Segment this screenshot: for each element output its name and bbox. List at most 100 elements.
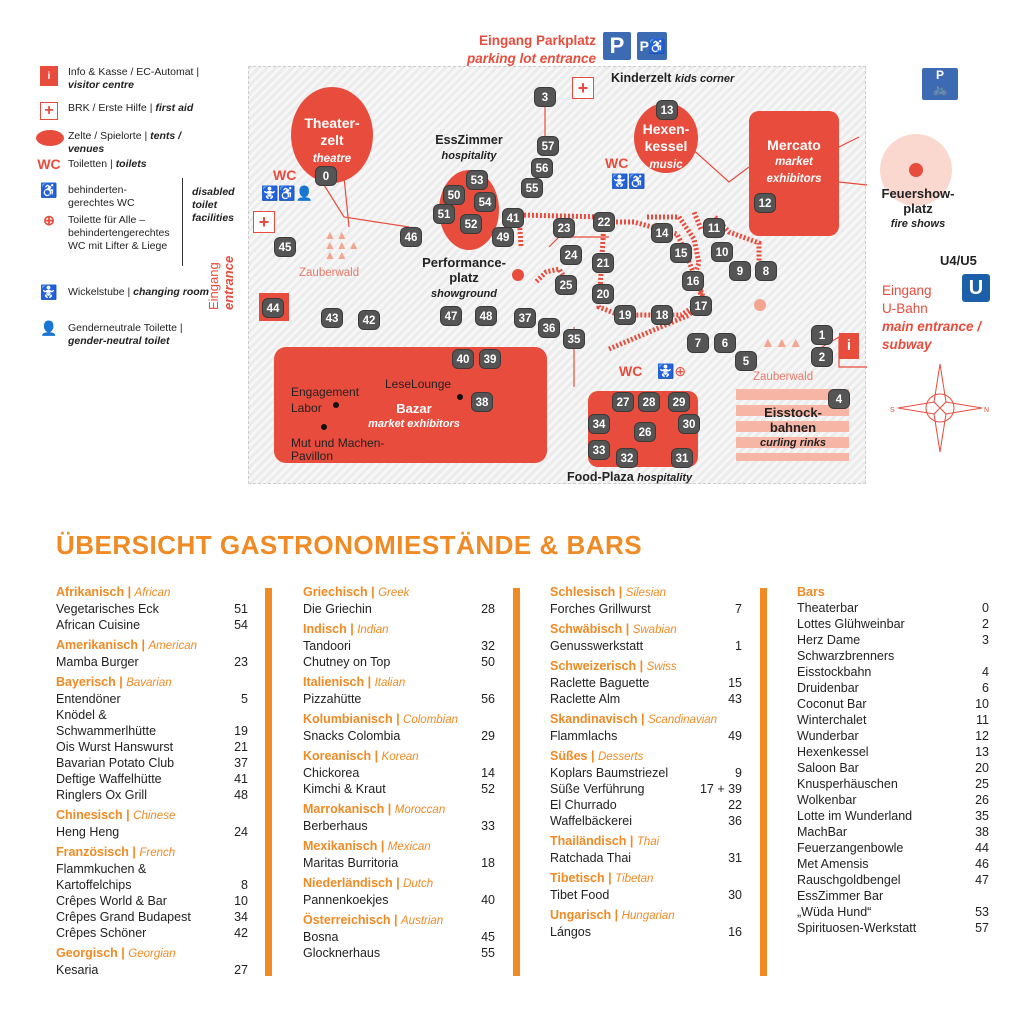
stand-marker-2[interactable]: 2 [811,347,833,367]
stand-name: Glocknerhaus [303,946,381,960]
first-aid-point[interactable]: + [253,211,275,233]
stand-marker-35[interactable]: 35 [563,329,585,349]
stand-marker-23[interactable]: 23 [553,218,575,238]
stand-marker-46[interactable]: 46 [400,227,422,247]
stand-marker-54[interactable]: 54 [474,192,496,212]
info-point[interactable]: i [839,333,859,359]
stand-marker-26[interactable]: 26 [634,422,656,442]
stand-marker-48[interactable]: 48 [475,306,497,326]
stand-marker-7[interactable]: 7 [687,333,709,353]
kinderzelt-name-en: kids corner [674,73,735,85]
toilet-for-all-icon: ⊕ [43,212,55,228]
stand-marker-22[interactable]: 22 [593,212,615,232]
wc-food-plaza: WC [619,363,643,379]
stand-marker-42[interactable]: 42 [358,310,380,330]
column-divider [760,588,767,976]
stand-marker-13[interactable]: 13 [656,100,678,120]
stand-marker-1[interactable]: 1 [811,325,833,345]
stand-marker-52[interactable]: 52 [460,214,482,234]
stand-marker-34[interactable]: 34 [588,414,610,434]
location-dot [457,394,463,400]
stand-marker-12[interactable]: 12 [754,193,776,213]
stand-marker-30[interactable]: 30 [678,414,700,434]
stand-marker-15[interactable]: 15 [670,243,692,263]
stand-marker-43[interactable]: 43 [321,308,343,328]
stand-number: 5 [241,692,248,706]
first-aid-point[interactable]: + [572,77,594,99]
wc-hexenkessel: WC [605,155,629,171]
entrance-left-label: Eingang entrance [206,240,236,310]
stand-name: Kesaria [56,963,99,977]
stand-marker-37[interactable]: 37 [514,308,536,328]
cuisine-heading: Thailändisch | Thai [550,834,660,848]
mercato-tent[interactable]: Mercato market exhibitors [749,111,839,236]
stand-marker-49[interactable]: 49 [492,227,514,247]
stand-name: Pannenkoekjes [303,893,389,907]
stand-marker-10[interactable]: 10 [711,242,733,262]
stand-marker-14[interactable]: 14 [651,223,673,243]
stand-marker-16[interactable]: 16 [682,271,704,291]
stand-number: 37 [234,756,248,770]
stand-marker-50[interactable]: 50 [443,185,465,205]
stand-marker-56[interactable]: 56 [531,158,553,178]
stand-marker-3[interactable]: 3 [534,87,556,107]
bazar-tent[interactable] [274,347,547,463]
stand-number: 9 [735,766,742,780]
stand-marker-27[interactable]: 27 [612,392,634,412]
cuisine-heading: Marrokanisch | Moroccan [303,802,446,816]
stand-marker-53[interactable]: 53 [466,170,488,190]
stand-marker-47[interactable]: 47 [440,306,462,326]
stand-marker-11[interactable]: 11 [703,218,725,238]
stand-marker-55[interactable]: 55 [521,178,543,198]
stand-marker-5[interactable]: 5 [735,351,757,371]
stand-marker-40[interactable]: 40 [452,349,474,369]
stand-marker-41[interactable]: 41 [502,208,524,228]
stand-marker-57[interactable]: 57 [537,136,559,156]
stand-marker-25[interactable]: 25 [555,275,577,295]
stand-marker-29[interactable]: 29 [668,392,690,412]
stand-marker-33[interactable]: 33 [588,440,610,460]
hexenkessel-tent[interactable]: Hexen- kessel music [634,103,698,173]
stand-marker-36[interactable]: 36 [538,318,560,338]
stand-number: 35 [975,809,989,823]
stand-marker-18[interactable]: 18 [651,305,673,325]
food-plaza-label: Food-Plaza hospitality [567,470,737,486]
stand-number: 22 [728,798,742,812]
bazar-name-en: market exhibitors [368,418,460,430]
stand-marker-31[interactable]: 31 [671,448,693,468]
stand-marker-44[interactable]: 44 [262,298,284,318]
stand-number: 29 [481,729,495,743]
stand-marker-0[interactable]: 0 [315,166,337,186]
stand-marker-39[interactable]: 39 [479,349,501,369]
stand-name: Ratchada Thai [550,851,632,865]
location-dot [321,424,327,430]
stand-marker-17[interactable]: 17 [690,296,712,316]
stand-marker-20[interactable]: 20 [592,284,614,304]
stand-marker-38[interactable]: 38 [471,392,493,412]
disabled-facilities-note: disabled toilet facilities [192,186,235,224]
stand-name: Hexenkessel [797,745,869,759]
subway-entrance-label: Eingang U-Bahn [882,283,932,316]
stand-marker-4[interactable]: 4 [828,389,850,409]
stand-marker-28[interactable]: 28 [638,392,660,412]
stand-marker-9[interactable]: 9 [729,261,751,281]
stand-number: 23 [234,655,248,669]
stand-marker-6[interactable]: 6 [714,333,736,353]
bike-parking-label: P [935,68,944,82]
stand-marker-19[interactable]: 19 [614,305,636,325]
stand-marker-21[interactable]: 21 [592,253,614,273]
stand-marker-8[interactable]: 8 [755,261,777,281]
bicycle-icon: 🚲 [932,82,948,96]
stand-marker-51[interactable]: 51 [433,204,455,224]
stand-marker-32[interactable]: 32 [616,448,638,468]
stand-marker-45[interactable]: 45 [274,237,296,257]
legend-item: Zelte / Spielorte | tents / venues [36,130,218,156]
stand-marker-24[interactable]: 24 [560,245,582,265]
leselounge-label: LeseLounge [385,377,452,391]
